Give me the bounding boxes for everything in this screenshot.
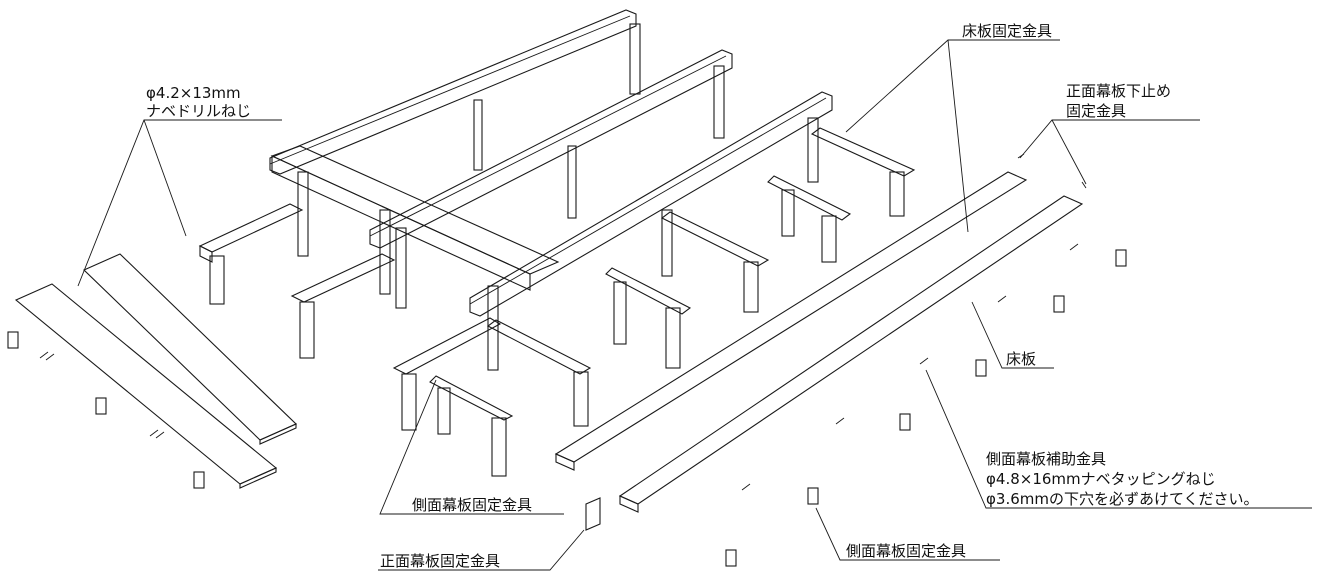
label-side-aux-bracket: 側面幕板補助金具: [986, 450, 1106, 468]
floor-boards: [14, 171, 1084, 513]
label-front-bottom-bracket-2: 固定金具: [1066, 102, 1126, 120]
front-plate-part: [585, 497, 601, 531]
label-side-aux-screw: φ4.8×16mmナベタッピングねじ: [986, 470, 1216, 488]
small-parts: [7, 153, 1127, 567]
label-floor-fix-bracket: 床板固定金具: [962, 22, 1052, 40]
label-side-fix-right: 側面幕板固定金具: [846, 542, 966, 560]
label-front-bottom-bracket-1: 正面幕板下止め: [1066, 82, 1171, 100]
label-side-aux-note: φ3.6mmの下穴を必ずあけてください。: [986, 490, 1259, 508]
label-floor-board: 床板: [1006, 350, 1036, 368]
label-screw-small-type: ナベドリルねじ: [146, 102, 251, 120]
blue-brackets: [198, 127, 916, 431]
label-side-fix-left: 側面幕板固定金具: [412, 496, 532, 514]
pink-brackets: [429, 175, 852, 477]
label-front-fix: 正面幕板固定金具: [380, 552, 500, 570]
annotation-labels: φ4.2×13mm ナベドリルねじ 床板固定金具 正面幕板下止め 固定金具 床板…: [146, 22, 1259, 570]
side-plate-part: [7, 331, 19, 349]
long-beams: [269, 9, 833, 371]
label-screw-small-size: φ4.2×13mm: [146, 84, 241, 102]
leader-lines: [77, 39, 1312, 571]
